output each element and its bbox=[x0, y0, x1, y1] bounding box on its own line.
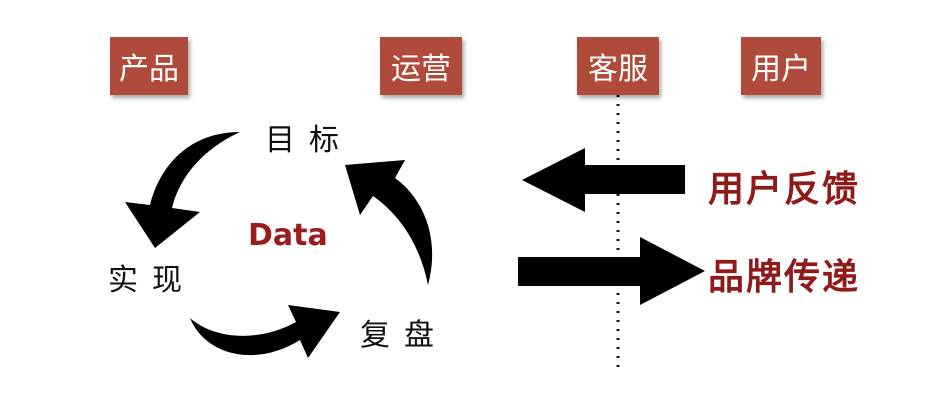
role-product: 产品 bbox=[110, 37, 188, 95]
cycle-center-data: Data bbox=[248, 218, 328, 253]
role-customer-service: 客服 bbox=[577, 37, 659, 95]
cycle-implement: 实现 bbox=[108, 263, 196, 298]
user-feedback-label: 用户反馈 bbox=[708, 169, 861, 210]
curved-arrow-review-to-goal bbox=[345, 160, 433, 285]
right-arrow bbox=[518, 237, 705, 305]
role-user: 用户 bbox=[741, 37, 821, 95]
cycle-review: 复盘 bbox=[360, 318, 448, 353]
role-operations: 运营 bbox=[380, 37, 462, 95]
curved-arrow-implement-to-review bbox=[190, 305, 340, 358]
curved-arrow-goal-to-implement bbox=[125, 132, 240, 248]
brand-delivery-label: 品牌传递 bbox=[708, 257, 861, 298]
cycle-goal: 目标 bbox=[265, 123, 353, 158]
left-arrow bbox=[522, 148, 685, 212]
